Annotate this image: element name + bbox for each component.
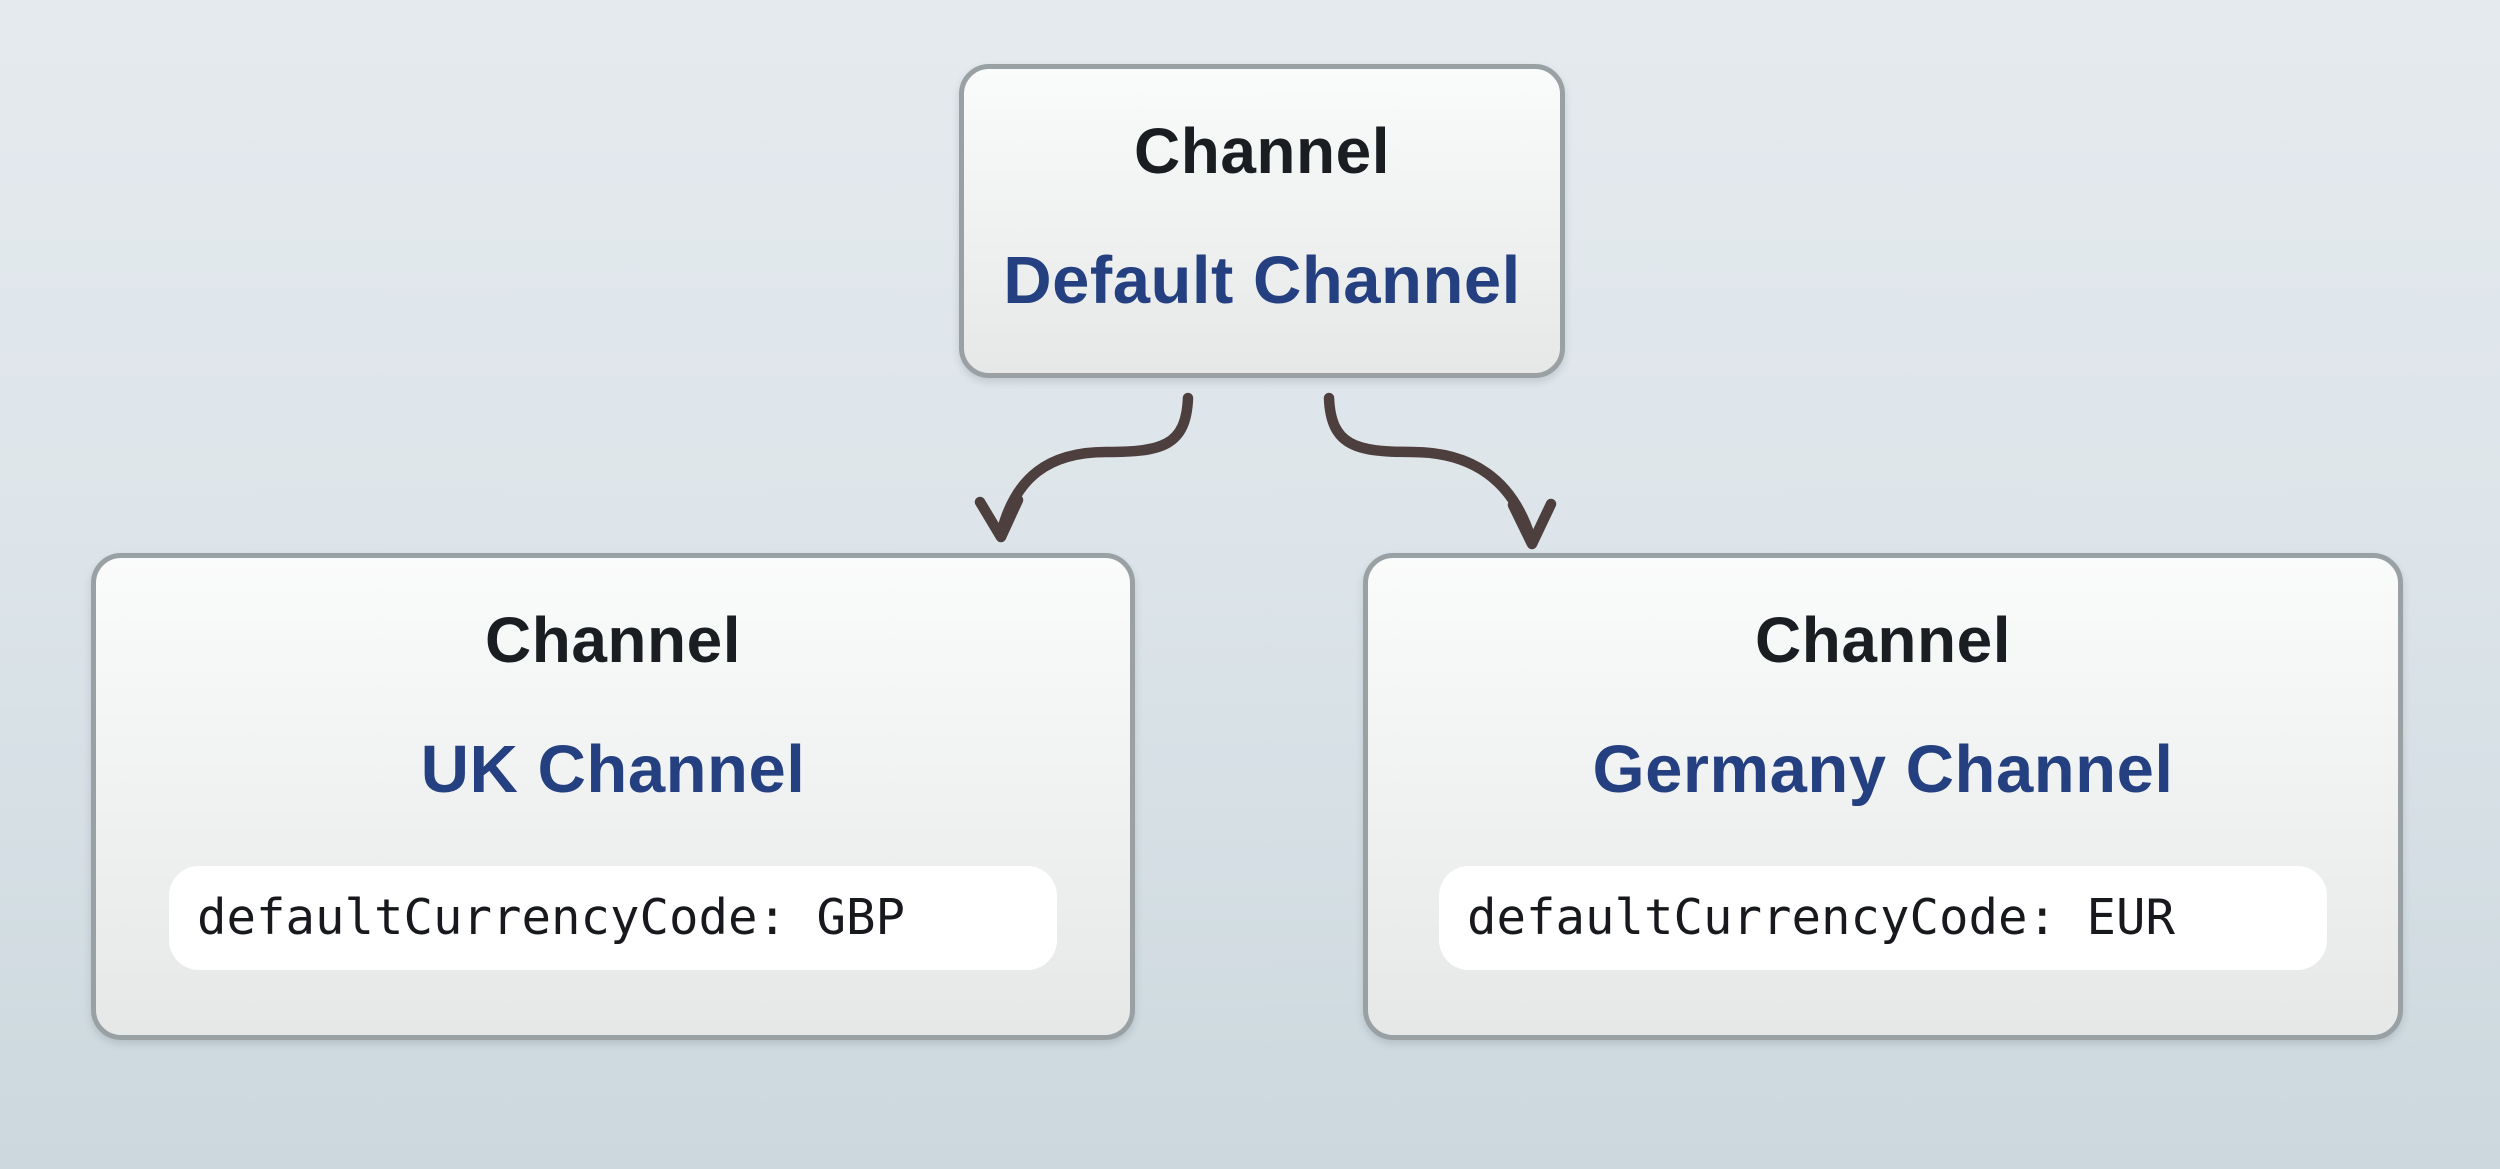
node-type-label: Channel [1134, 115, 1390, 187]
channel-node-germany: Channel Germany Channel defaultCurrencyC… [1363, 553, 2403, 1040]
channel-node-root: Channel Default Channel [959, 64, 1565, 378]
currency-code-pill: defaultCurrencyCode: EUR [1439, 866, 2327, 970]
arrowhead-down-icon [1507, 498, 1557, 550]
currency-code-text: defaultCurrencyCode: EUR [1467, 889, 2176, 946]
channel-node-uk: Channel UK Channel defaultCurrencyCode: … [91, 553, 1135, 1040]
arrow-root-to-uk-channel [974, 392, 1194, 543]
node-name-label: UK Channel [420, 732, 806, 807]
node-name-label: Default Channel [1003, 243, 1521, 318]
arrowhead-down-icon [974, 494, 1024, 543]
arrow-root-to-germany-channel [1323, 392, 1557, 550]
node-name-label: Germany Channel [1592, 732, 2174, 807]
node-type-label: Channel [485, 604, 741, 676]
currency-code-text: defaultCurrencyCode: GBP [197, 889, 906, 946]
currency-code-pill: defaultCurrencyCode: GBP [169, 866, 1057, 970]
node-type-label: Channel [1755, 604, 2011, 676]
